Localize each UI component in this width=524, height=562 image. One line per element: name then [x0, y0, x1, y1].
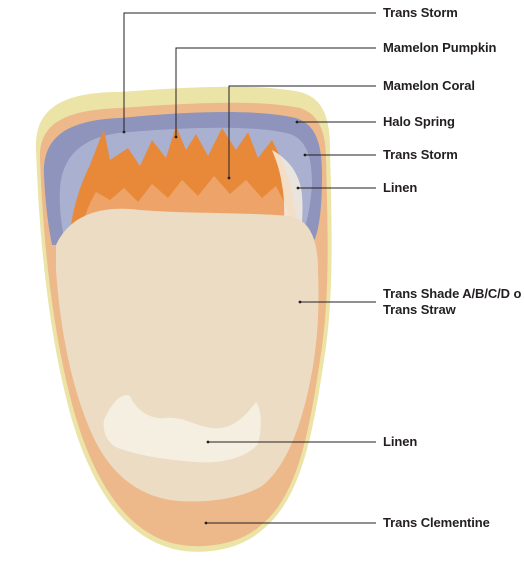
leader-dot — [175, 136, 178, 139]
label-mamelon-pumpkin: Mamelon Pumpkin — [383, 40, 496, 56]
label-trans-shade-line2: Trans Straw — [383, 302, 521, 318]
leader-dot — [297, 187, 300, 190]
leader-line-mamelon-coral — [229, 86, 376, 178]
label-halo-spring-text: Halo Spring — [383, 114, 455, 130]
label-linen-top-text: Linen — [383, 180, 417, 196]
leader-dot — [304, 154, 307, 157]
label-mamelon-coral-text: Mamelon Coral — [383, 78, 475, 94]
leader-line-trans-storm-top — [124, 13, 376, 132]
leader-dot — [205, 522, 208, 525]
label-trans-shade: Trans Shade A/B/C/D o Trans Straw — [383, 286, 521, 318]
label-mamelon-pumpkin-text: Mamelon Pumpkin — [383, 40, 496, 56]
leader-dot — [228, 177, 231, 180]
leader-dot — [299, 301, 302, 304]
label-trans-clementine-text: Trans Clementine — [383, 515, 490, 531]
label-trans-storm-top: Trans Storm — [383, 5, 458, 21]
label-trans-storm-top-text: Trans Storm — [383, 5, 458, 21]
label-trans-storm-side-text: Trans Storm — [383, 147, 458, 163]
label-linen-top: Linen — [383, 180, 417, 196]
leader-dot — [296, 121, 299, 124]
label-trans-shade-line1: Trans Shade A/B/C/D o — [383, 286, 521, 302]
label-linen-lower: Linen — [383, 434, 417, 450]
label-linen-lower-text: Linen — [383, 434, 417, 450]
label-trans-clementine: Trans Clementine — [383, 515, 490, 531]
leader-line-mamelon-pumpkin — [176, 48, 376, 137]
label-mamelon-coral: Mamelon Coral — [383, 78, 475, 94]
leader-dot — [207, 441, 210, 444]
label-halo-spring: Halo Spring — [383, 114, 455, 130]
label-trans-storm-side: Trans Storm — [383, 147, 458, 163]
leader-dot — [123, 131, 126, 134]
